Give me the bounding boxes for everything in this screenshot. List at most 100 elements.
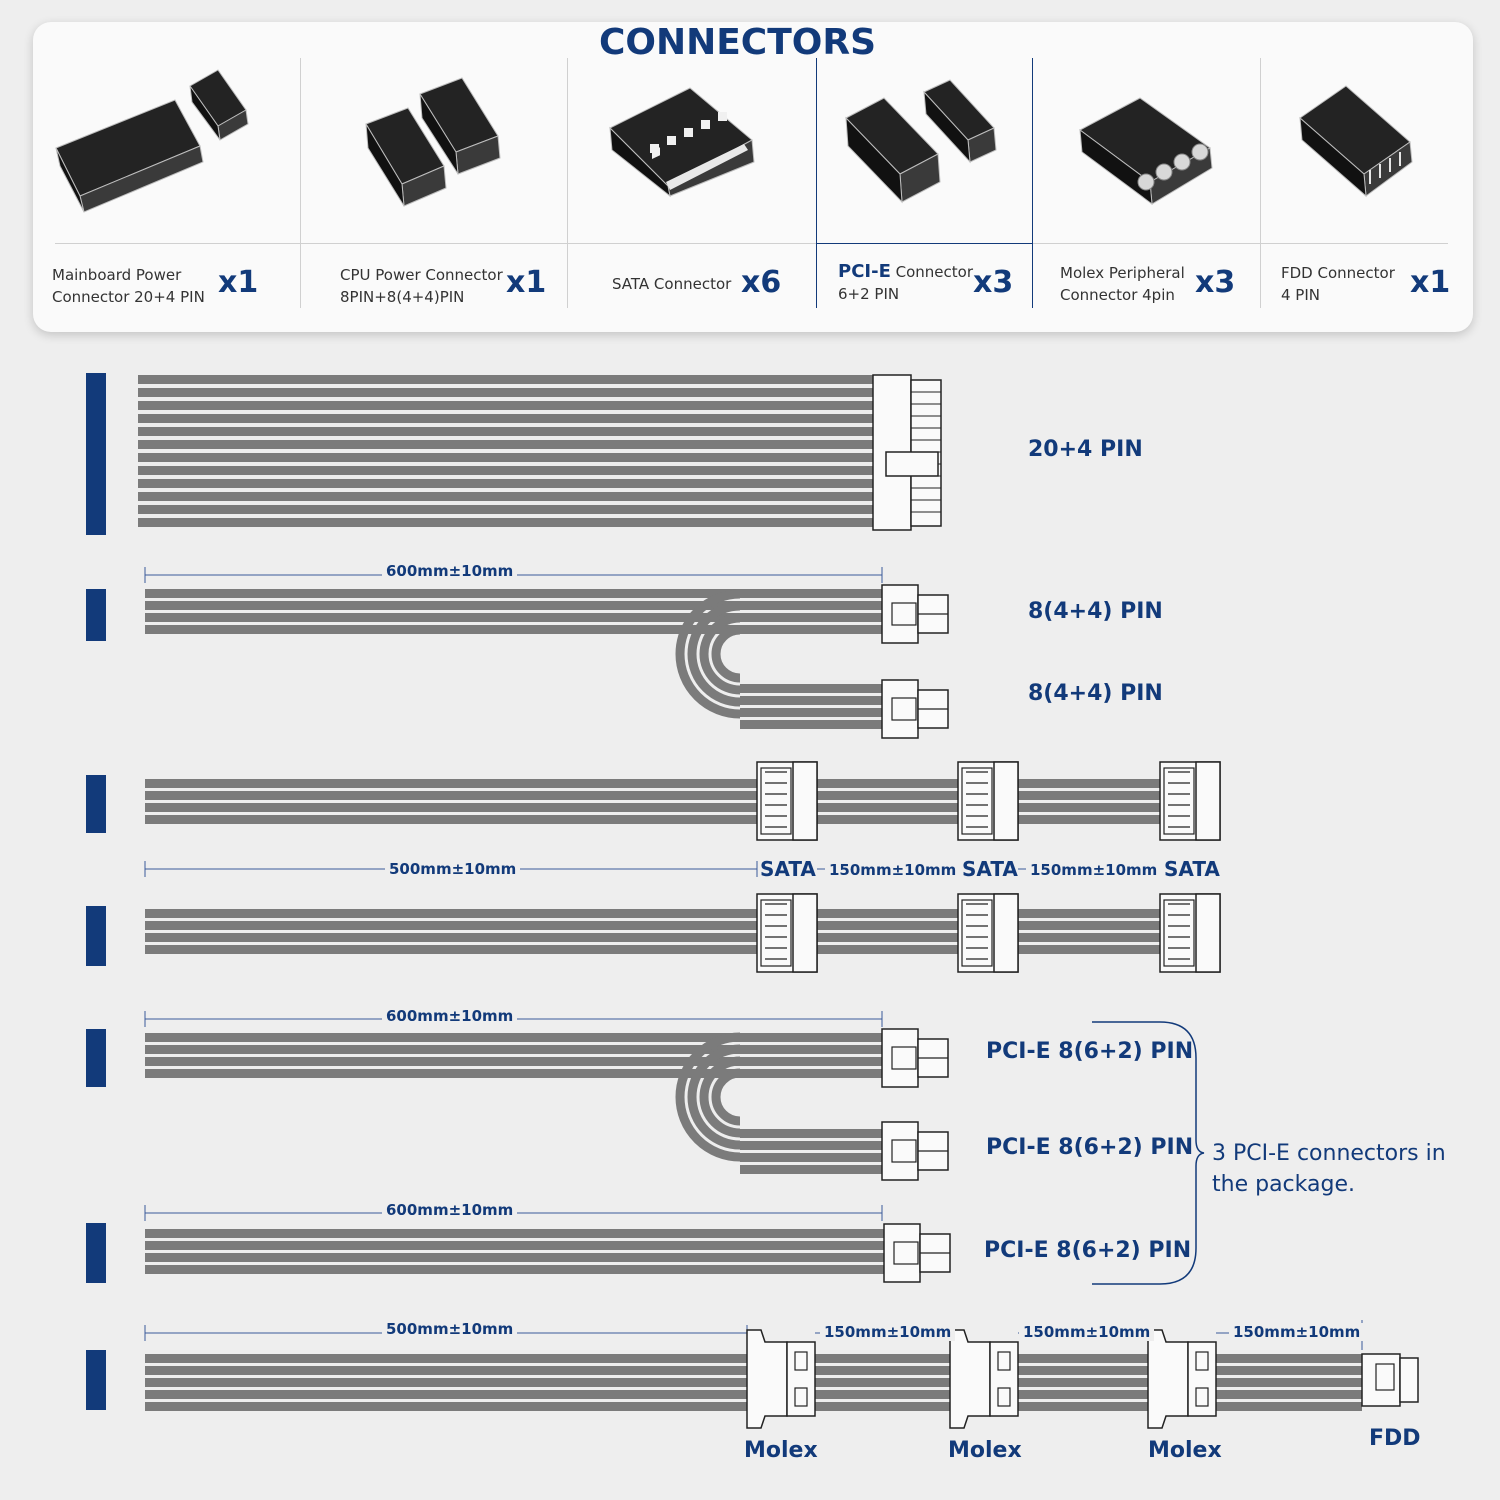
pcie-label: PCI-E 8(6+2) PIN [984,1238,1192,1263]
atx-wire [138,492,880,501]
cable-marker [86,775,106,833]
sata-connector-body [1195,893,1221,973]
pcie-connector [883,1223,921,1283]
sata-wire [1018,815,1160,824]
atx-wire [138,440,880,449]
cpu-connector-a [881,584,919,644]
cpu-bend-wire [699,613,741,695]
cable-marker [86,373,106,535]
pcie-group-bracket [1092,1021,1205,1285]
sata-wire [145,945,757,954]
pcie-label: PCI-E 8(6+2) PIN [986,1039,1194,1064]
sata-wire [145,909,757,918]
sata-wire [1018,803,1160,812]
connector-qty-mainboard: x1 [218,265,259,300]
sata-connector-frame [760,767,792,835]
sata-wire [817,803,958,812]
cable-marker [86,589,106,641]
connector-name-sata: SATA Connector [612,275,732,293]
molex-connector-slot [997,1351,1011,1371]
card-divider [55,243,1448,244]
molex-wire [815,1402,950,1411]
column-divider [1032,58,1033,308]
molex-spacing: 150mm±10mm [1229,1323,1365,1341]
sata-spacing-2: 150mm±10mm [1026,861,1162,879]
cpu-wire [740,720,882,729]
atx-wire [138,479,880,488]
cpu-bend-wire [675,589,741,719]
pcie-wire [145,1057,882,1066]
molex-label: Molex [948,1438,1022,1463]
sata-wire [817,945,958,954]
cpu-8pin-connector-icon [365,77,501,207]
cpu-wire [740,708,882,717]
molex-wire [815,1390,950,1399]
pcie-bend-wire [699,1056,741,1138]
molex-spacing: 150mm±10mm [1019,1323,1155,1341]
sata-connector-body [1195,761,1221,841]
molex-connector-slot [794,1351,808,1371]
sata-wire [1018,933,1160,942]
sata-wire [145,803,757,812]
column-divider [1260,58,1261,308]
molex-wire [145,1402,747,1411]
fdd-connector-icon [1299,85,1413,198]
pcie-connector-clip [891,1046,917,1070]
atx-wire [138,427,880,436]
sata-wire [817,921,958,930]
molex-wire [145,1378,747,1387]
pcie-note: 3 PCI-E connectors in the package. [1212,1141,1446,1197]
molex-wire [1216,1390,1362,1399]
sata-connector-frame [961,899,993,967]
molex-connector-rear [989,1341,1019,1417]
molex-wire [1216,1402,1362,1411]
cpu-connector-a-clip [891,602,917,626]
molex-wire [1018,1402,1148,1411]
molex-length: 500mm±10mm [382,1320,518,1338]
cpu-length: 600mm±10mm [382,562,518,580]
sata-wire [817,791,958,800]
cpu-connector-b-clip [891,697,917,721]
pcie-bend-wire [711,1068,741,1126]
atx-wire [138,505,880,514]
cpu-bend-wire [711,625,741,683]
sata-connector-body [993,761,1019,841]
sata-connector-body [993,893,1019,973]
connectors-card [33,22,1473,332]
cpu-label-b: 8(4+4) PIN [1028,681,1163,706]
pcie-wire [145,1241,884,1250]
atx-wire [138,466,880,475]
cable-marker [86,1223,106,1283]
atx-wire [138,401,880,410]
cpu-bend-wire [687,601,741,707]
pcie-length-1: 600mm±10mm [382,1007,518,1025]
pcie-bend-wire [675,1032,741,1162]
molex-label: Molex [1148,1438,1222,1463]
sata-wire [1018,779,1160,788]
molex-wire [815,1378,950,1387]
molex-label: Molex [744,1438,818,1463]
connectors-title: CONNECTORS [598,22,877,63]
sata-connector-body [792,761,818,841]
sata-wire [145,815,757,824]
molex-connector-slot [1195,1387,1209,1407]
sata-wire [1018,909,1160,918]
column-divider [816,58,817,308]
cable-marker [86,1029,106,1087]
sata-connector-body [792,893,818,973]
cpu-wire [145,613,882,622]
molex-wire [145,1354,747,1363]
sata-wire [1018,791,1160,800]
pcie-bend-wire [687,1044,741,1150]
sata-connector-frame [1163,767,1195,835]
molex-wire [1018,1390,1148,1399]
molex-wire [1216,1354,1362,1363]
sata-wire [817,933,958,942]
pcie-wire [740,1153,882,1162]
pcie-wire [145,1069,882,1078]
